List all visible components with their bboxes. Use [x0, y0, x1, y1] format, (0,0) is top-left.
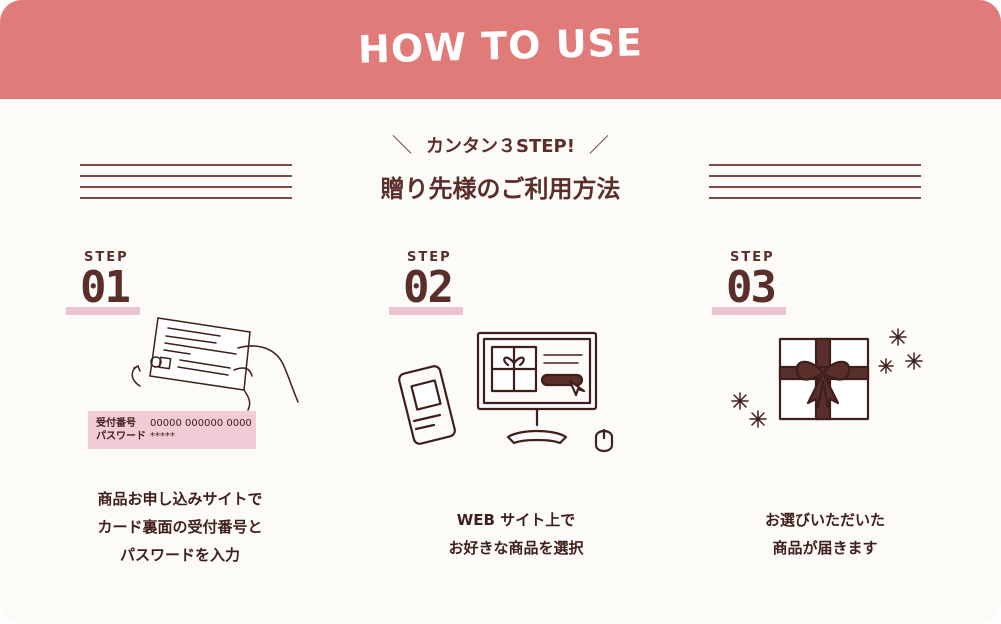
- receipt-label: 受付番号: [96, 418, 136, 429]
- main-title: 贈り先様のご利用方法: [380, 175, 621, 203]
- header-title: HOW TO USE: [357, 20, 644, 72]
- step-01-description: 商品お申し込みサイトで カード裏面の受付番号と パスワードを入力: [30, 485, 330, 569]
- step-03-label: STEP: [730, 250, 775, 265]
- step-01-desc-line: 商品お申し込みサイトで: [97, 490, 263, 508]
- step-02-label: STEP: [407, 250, 452, 265]
- intro-subtitle: ＼ カンタン３STEP! ／: [0, 129, 1001, 158]
- step-02-description: WEB サイト上で お好きな商品を選択: [366, 506, 666, 562]
- card-in-hand-icon: [131, 317, 299, 411]
- step-02-underline: [389, 307, 463, 315]
- header-banner: HOW TO USE: [0, 0, 1001, 99]
- step-03-desc-line: 商品が届きます: [772, 539, 878, 557]
- password-row: パスワード *****: [96, 430, 256, 443]
- step-02-desc-line: WEB サイト上で: [456, 511, 576, 529]
- decorative-lines-left: [80, 164, 292, 200]
- password-label: パスワード: [96, 431, 146, 442]
- step-01-number: 01: [80, 262, 131, 313]
- receipt-value: 00000 000000 0000: [150, 418, 252, 429]
- phone-and-monitor-icon: [398, 331, 614, 453]
- receipt-row: 受付番号 00000 000000 0000: [96, 417, 256, 430]
- decorative-lines-right: [709, 164, 921, 200]
- step-03-description: お選びいただいた 商品が届きます: [675, 506, 975, 562]
- step-03-underline: [712, 307, 786, 315]
- step-02-number: 02: [403, 262, 454, 313]
- slash-left: ＼: [392, 133, 413, 157]
- intro-subtitle-text: カンタン３STEP!: [426, 136, 575, 157]
- step-02-desc-line: お好きな商品を選択: [448, 539, 584, 557]
- step-01-desc-line: カード裏面の受付番号と: [97, 518, 263, 536]
- step-01-underline: [66, 307, 140, 315]
- gift-box-icon: [731, 328, 923, 428]
- password-value: *****: [150, 431, 175, 442]
- step-03-number: 03: [726, 262, 777, 313]
- card-info-box: 受付番号 00000 000000 0000 パスワード *****: [88, 411, 256, 449]
- slash-right: ／: [588, 133, 609, 157]
- step-01-label: STEP: [84, 250, 129, 265]
- step-01-desc-line: パスワードを入力: [119, 546, 240, 564]
- step-03-desc-line: お選びいただいた: [764, 511, 885, 529]
